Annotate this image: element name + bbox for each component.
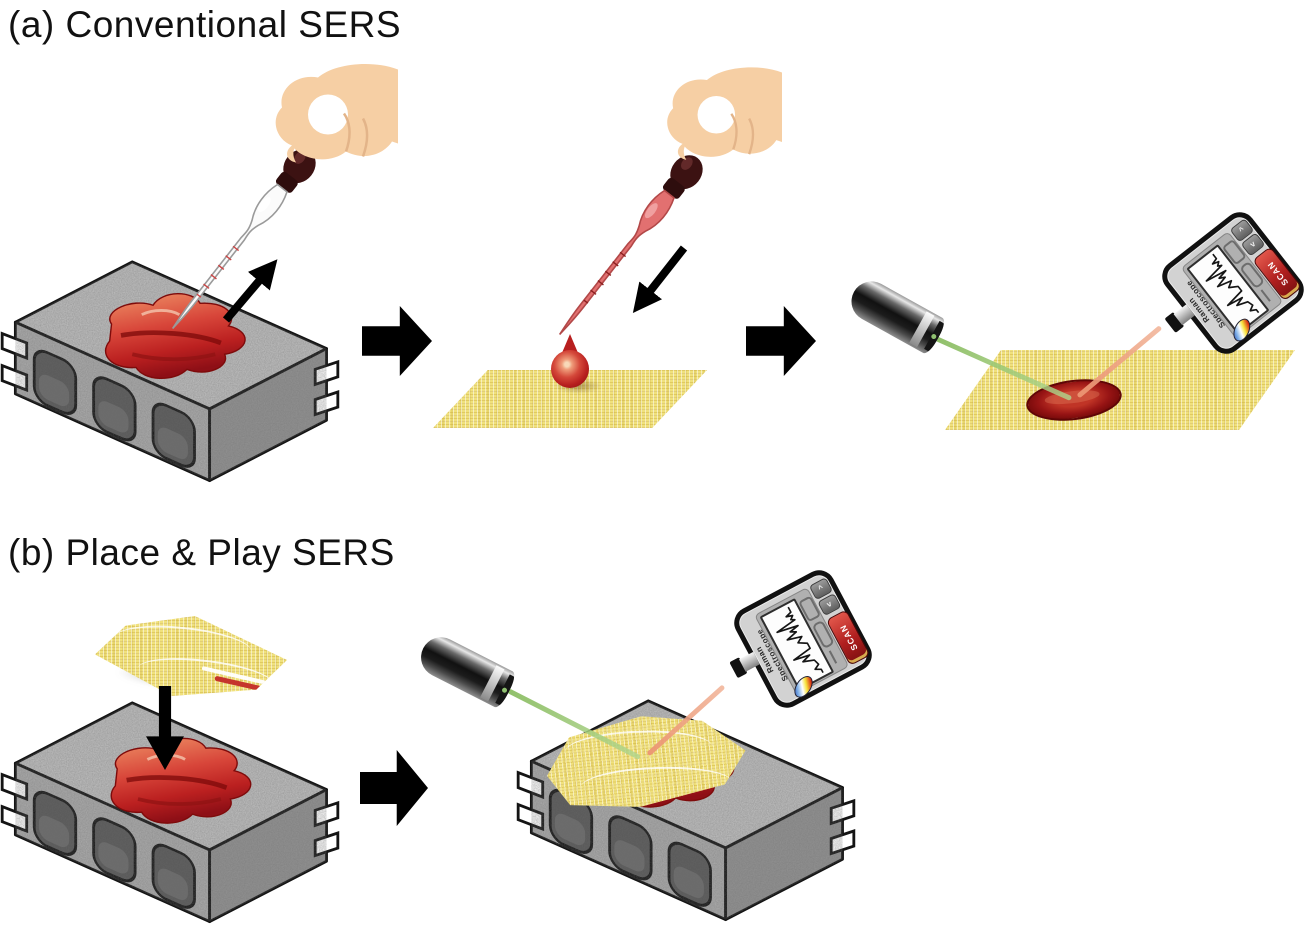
step-arrow-b xyxy=(360,750,428,826)
panel-b-title: (b) Place & Play SERS xyxy=(8,532,395,573)
softkey-line-icon xyxy=(828,650,838,664)
lift-arrow xyxy=(222,259,278,323)
blood-stain-a xyxy=(104,292,246,380)
hand-holding-pipette xyxy=(275,63,398,163)
laser-pen-a xyxy=(844,274,948,356)
hand-holding-pipette xyxy=(667,67,782,160)
spectrum-screen xyxy=(759,598,835,691)
pipette-empty xyxy=(171,149,316,330)
cinder-block-a xyxy=(0,260,340,483)
pipette-filled xyxy=(558,155,703,336)
device-bezel xyxy=(1180,231,1284,339)
dispense-arrow xyxy=(632,245,688,314)
spectrum-screen xyxy=(1186,244,1270,335)
step-arrow-a1 xyxy=(362,306,432,376)
device-bezel xyxy=(754,587,850,695)
step-arrow-a2 xyxy=(746,306,816,376)
blood-drop xyxy=(551,334,589,392)
laser-pen-b xyxy=(414,630,518,710)
panel-a-title: (a) Conventional SERS xyxy=(8,4,402,45)
